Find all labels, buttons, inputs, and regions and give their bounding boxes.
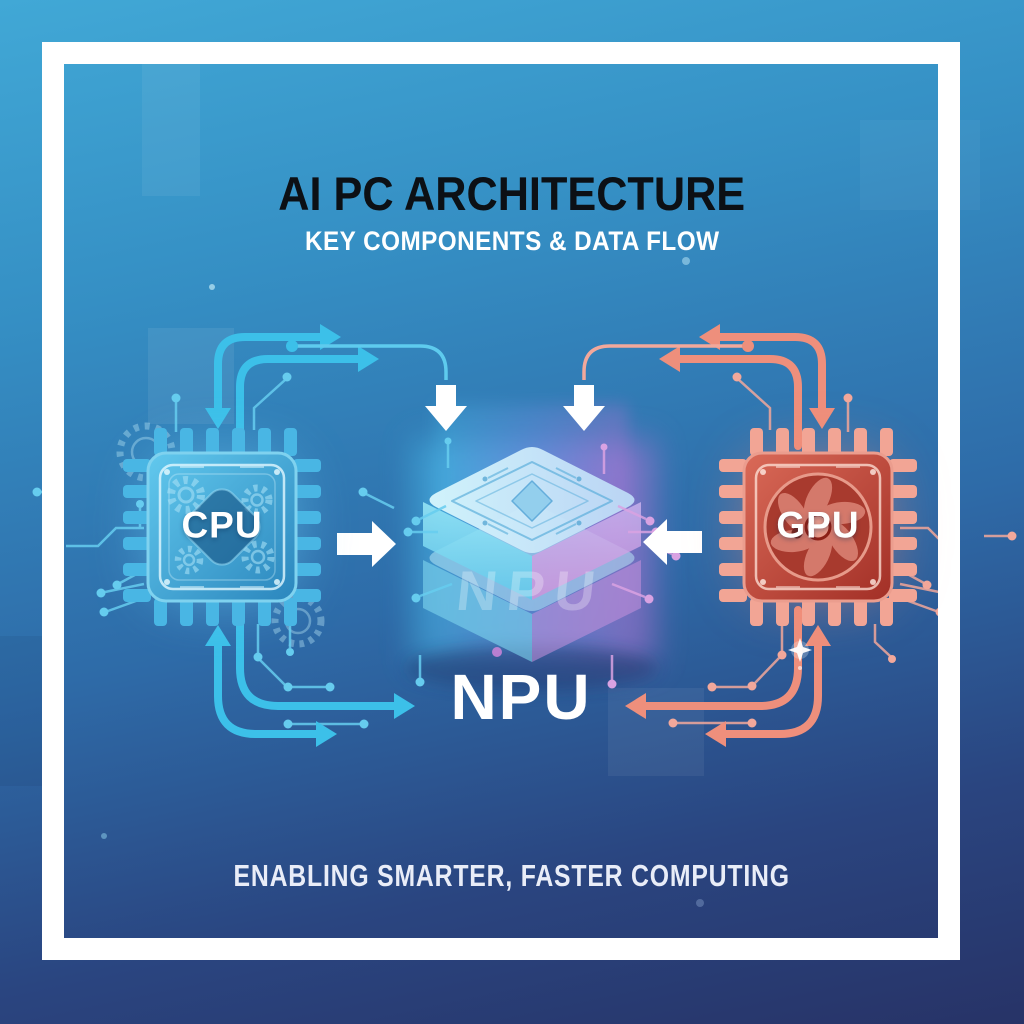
gear-icon [167, 476, 275, 575]
cpu-pins [123, 428, 321, 626]
gpu-to-npu-top-arrows [582, 324, 835, 450]
npu-watermark: NPU [453, 559, 609, 622]
npu-cube [423, 447, 641, 662]
sparkle-icon [788, 638, 812, 662]
down-arrow-left [425, 385, 467, 431]
gpu-chip-art [719, 428, 917, 626]
header: AI PC ARCHITECTURE [0, 166, 1024, 221]
tagline: ENABLING SMARTER, FASTER COMPUTING [233, 858, 791, 893]
gpu-to-npu-bottom-arrows [625, 606, 831, 747]
footer: ENABLING SMARTER, FASTER COMPUTING [0, 858, 1024, 894]
cpu-to-npu-bottom-arrows [205, 606, 415, 747]
cpu-chip: CPU [122, 427, 322, 627]
npu-top-circuit [451, 461, 613, 541]
border-frame [42, 42, 960, 960]
cpu-to-npu-block-arrow [337, 521, 396, 567]
npu-circuit-traces [340, 437, 681, 689]
gpu-pins [719, 428, 917, 626]
cpu-label: CPU [181, 504, 263, 546]
gpu-label: GPU [776, 504, 860, 546]
page-title: AI PC ARCHITECTURE [278, 167, 746, 220]
white-block-arrows [337, 385, 702, 567]
fan-icon [763, 472, 873, 582]
cpu-chip-art [123, 428, 321, 626]
down-arrow-right [563, 385, 605, 431]
npu-label: NPU [450, 661, 592, 733]
gpu-chip: GPU [718, 427, 918, 627]
cpu-to-npu-top-arrows [205, 324, 448, 450]
scattered-dots [101, 257, 802, 907]
page-subtitle: KEY COMPONENTS & DATA FLOW [304, 226, 720, 256]
subheader: KEY COMPONENTS & DATA FLOW [0, 226, 1024, 257]
gpu-to-npu-block-arrow [643, 519, 702, 565]
